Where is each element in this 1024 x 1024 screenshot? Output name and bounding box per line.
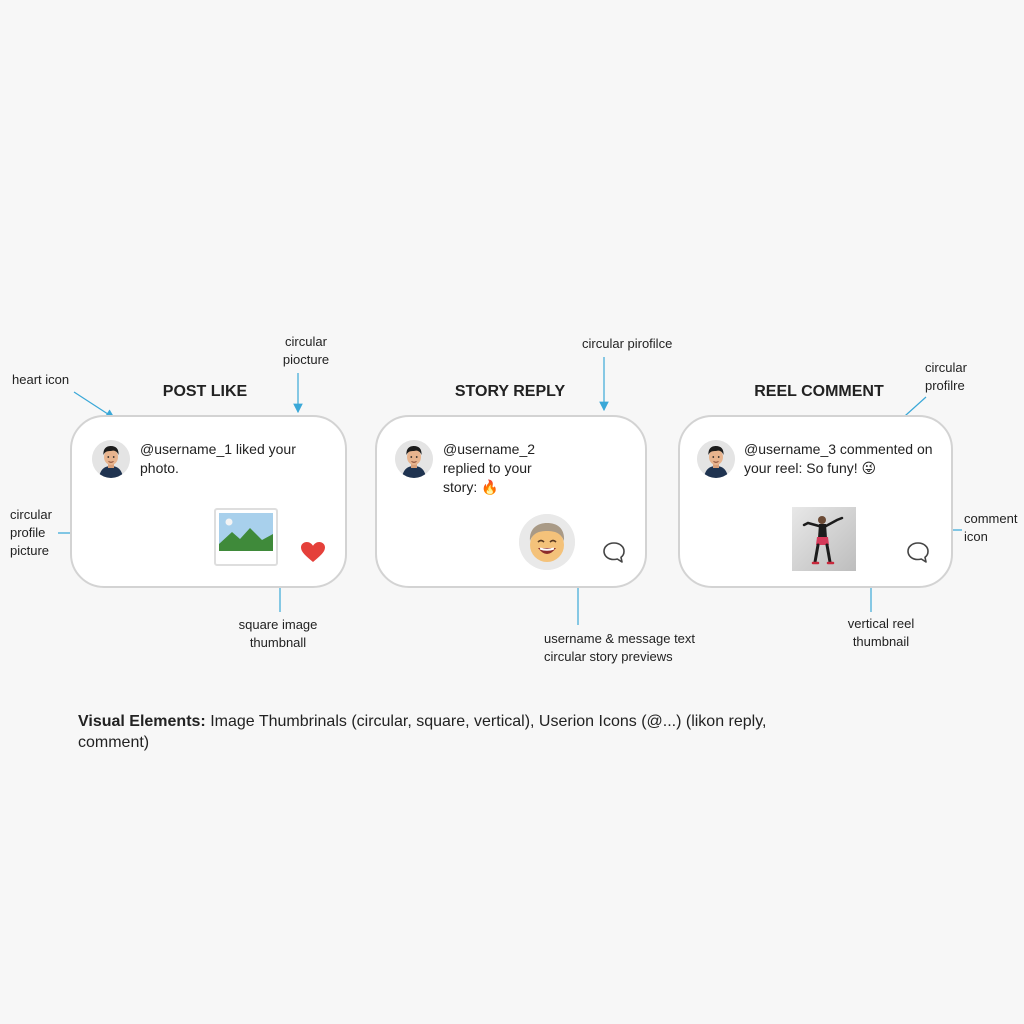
callout-circular-profile-picture: circular profile picture <box>10 507 52 558</box>
message-username[interactable]: @username_1 <box>140 441 233 457</box>
callout-username-message-text: username & message text <box>544 631 696 646</box>
comment-bubble-icon[interactable] <box>906 541 930 569</box>
dancer-photo-icon <box>792 507 856 571</box>
callout-square-image-thumbnail: square image thumbnall <box>238 617 318 650</box>
visual-elements-footer: Visual Elements: Image Thumbrinals (circ… <box>78 711 778 753</box>
callout-circular-picture: circular piocture <box>282 334 330 367</box>
profile-avatar-icon[interactable] <box>697 440 735 478</box>
callout-comment-icon: comment icon <box>964 511 1018 544</box>
vertical-reel-thumbnail[interactable] <box>792 507 856 571</box>
callout-circular-pirofilce: circular pirofilce <box>582 336 673 351</box>
post-like-message: @username_1 liked your photo. <box>140 440 330 478</box>
profile-avatar-icon[interactable] <box>92 440 130 478</box>
message-username[interactable]: @username_3 <box>744 441 837 457</box>
square-image-thumbnail[interactable] <box>214 508 278 566</box>
laughing-face-icon <box>519 514 575 570</box>
footer-label: Visual Elements: <box>78 713 206 730</box>
reel-comment-title: REEL COMMENT <box>754 383 884 400</box>
heart-icon[interactable] <box>300 541 326 568</box>
callout-heart-icon: heart icon <box>12 372 70 387</box>
message-username[interactable]: @username_2 <box>443 441 536 457</box>
story-reply-message: @username_2 replied to your story: 🔥 <box>443 440 553 497</box>
message-text: commented on your reel: So funy! 😜 <box>744 441 933 476</box>
reel-comment-notification-card[interactable]: @username_3 commented on your reel: So f… <box>678 415 953 588</box>
callout-vertical-reel-thumbnail: vertical reel thumbnail <box>847 616 915 649</box>
reel-comment-message: @username_3 commented on your reel: So f… <box>744 440 944 478</box>
message-text: replied to your story: 🔥 <box>443 460 532 495</box>
message-text: liked your photo. <box>140 441 296 476</box>
callout-circular-story-previews: circular story previews <box>544 649 673 664</box>
comment-bubble-icon[interactable] <box>602 541 626 569</box>
callout-circular-profilre: circular profilre <box>925 360 967 393</box>
post-like-notification-card[interactable]: @username_1 liked your photo. <box>70 415 347 588</box>
circular-story-preview[interactable] <box>519 514 575 570</box>
post-like-title: POST LIKE <box>162 383 248 400</box>
profile-avatar-icon[interactable] <box>395 440 433 478</box>
story-reply-title: STORY REPLY <box>454 383 566 400</box>
story-reply-notification-card[interactable]: @username_2 replied to your story: 🔥 <box>375 415 647 588</box>
footer-text: Image Thumbrinals (circular, square, ver… <box>78 713 767 751</box>
